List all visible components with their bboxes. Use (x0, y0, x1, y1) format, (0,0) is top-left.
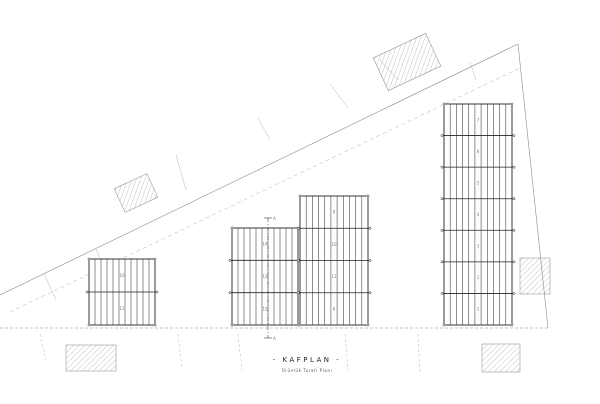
grid-node (440, 228, 444, 232)
corner-node (230, 226, 234, 230)
grid-node (440, 197, 444, 201)
grid-node (512, 134, 516, 137)
building-block-2: 14 13 12 (228, 226, 302, 327)
unit-number: 14 (262, 242, 268, 247)
parcel-tick-line (469, 61, 477, 81)
grid-node (228, 291, 232, 295)
corner-node (153, 323, 157, 327)
grid-node (85, 290, 89, 294)
corner-node (298, 323, 302, 327)
building-block-4: 7 6 5 4 3 2 1 (440, 102, 516, 327)
corner-node (153, 257, 157, 261)
unit-number: 10 (331, 242, 337, 247)
parcel-tick-line (175, 154, 187, 191)
plan-subtitle: Ürünlük Tarafı Planı (282, 368, 333, 373)
grid-node (512, 260, 516, 264)
grid-node (440, 165, 444, 169)
unit-number: 12 (262, 306, 268, 311)
unit-number: 3 (477, 244, 480, 249)
grid-node (368, 291, 372, 295)
grid-node (512, 197, 516, 201)
grid-node (368, 259, 372, 262)
grid-node (512, 165, 516, 169)
section-line (264, 217, 272, 339)
unit-number: 8 (333, 306, 336, 311)
corner-node (87, 323, 91, 327)
unit-number: 10 (119, 273, 125, 278)
grid-node (296, 291, 300, 295)
corner-node (442, 102, 446, 106)
grid-node (155, 290, 159, 294)
corner-node (510, 102, 514, 106)
corner-node (510, 323, 514, 327)
grid-node (296, 226, 300, 230)
corner-node (442, 323, 446, 327)
unit-number: 4 (477, 212, 480, 217)
grid-node (296, 259, 300, 262)
unit-number: 11 (119, 306, 125, 311)
block-outline (231, 227, 299, 326)
grid-node (440, 292, 444, 295)
unit-number: 2 (477, 275, 480, 280)
parcel-tick-line (344, 333, 349, 371)
grid-node (512, 292, 516, 295)
unit-number: 5 (477, 180, 480, 185)
hatched-structure (519, 257, 551, 295)
grid-node (440, 134, 444, 137)
building-block-3: 9 10 11 8 (296, 194, 372, 327)
parcel-tick-line (329, 83, 349, 109)
unit-number: 11 (331, 274, 337, 279)
unit-number: 13 (262, 274, 268, 279)
unit-number: 7 (477, 117, 480, 122)
grid-node (512, 228, 516, 232)
parcel-tick-line (237, 333, 243, 371)
building-block-1: 10 11 (85, 257, 159, 327)
hatched-structure (113, 173, 159, 213)
section-mark-top: A (273, 216, 276, 221)
boundary-diagonal (0, 43, 519, 296)
parcel-tick-line (177, 333, 183, 369)
unit-number: 1 (477, 307, 480, 312)
hatched-structure (65, 344, 117, 372)
section-mark-bottom: A (273, 336, 276, 341)
corner-node (87, 257, 91, 261)
block-outline (443, 103, 513, 326)
unit-number: 6 (477, 149, 480, 154)
grid-node (228, 258, 232, 262)
grid-node (368, 226, 372, 230)
parcel-tick-line (257, 117, 271, 141)
parcel-tick-line (43, 273, 57, 301)
parcel-tick-line (39, 333, 47, 361)
lower-parcel-lines (39, 333, 421, 373)
corner-node (230, 323, 234, 327)
corner-node (366, 194, 370, 198)
neighbor-structures (65, 33, 551, 373)
hatched-structure (372, 33, 442, 91)
unit-number: 9 (333, 210, 336, 215)
hatched-structure (481, 343, 521, 373)
parcel-tick-line (417, 333, 421, 373)
plan-title: - KAFPLAN - (273, 356, 342, 364)
corner-node (298, 194, 302, 198)
corner-node (366, 323, 370, 327)
grid-node (440, 260, 444, 264)
